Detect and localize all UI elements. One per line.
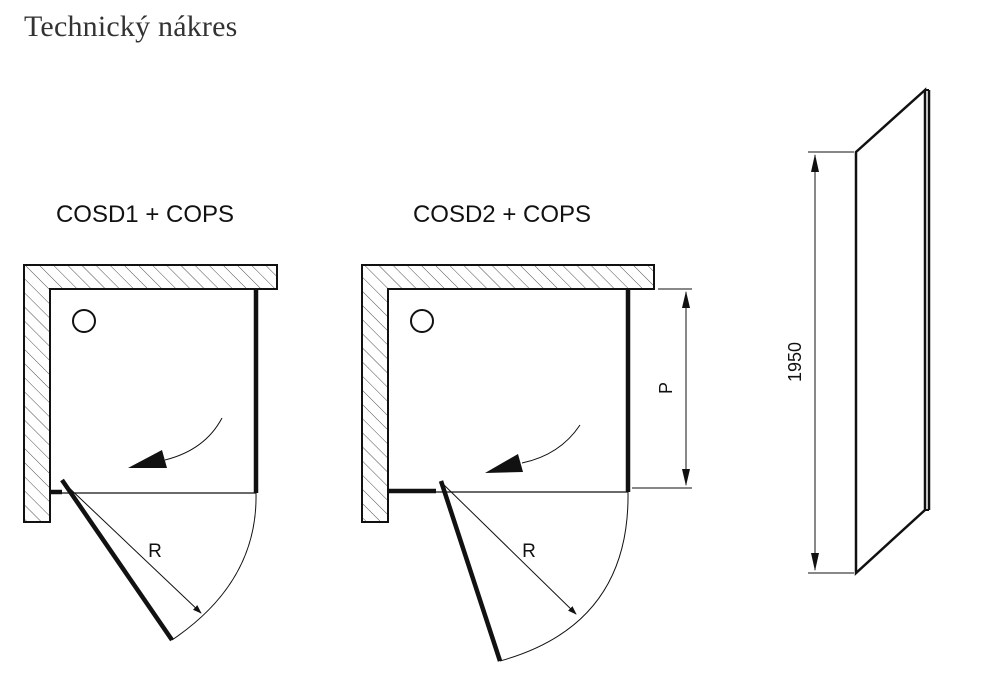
cosd2-drain-icon bbox=[410, 309, 434, 333]
cosd1-direction-curve bbox=[164, 417, 223, 461]
cosd1-door bbox=[60, 478, 174, 642]
height-label: 1950 bbox=[785, 342, 805, 382]
cosd2-wall bbox=[361, 264, 655, 523]
cosd2-direction-arrowhead bbox=[485, 454, 523, 473]
side-view: 1950 bbox=[785, 87, 931, 576]
cosd2-radius-label: R bbox=[522, 541, 536, 562]
cosd1-drain-icon bbox=[72, 309, 96, 333]
height-dim-arrow-top bbox=[811, 154, 819, 172]
cosd1-label: COSD1 + COPS bbox=[56, 201, 234, 228]
cosd2-swing-arc bbox=[499, 491, 629, 662]
cosd2-plan: COSD2 + COPS R P bbox=[361, 201, 692, 662]
cosd1-plan: COSD1 + COPS R bbox=[23, 201, 278, 642]
cosd2-dim-arrow-bottom bbox=[682, 469, 690, 486]
page-title: Technický nákres bbox=[24, 10, 238, 43]
cosd1-direction-arrowhead bbox=[128, 450, 167, 468]
cosd2-radius-arrow bbox=[441, 482, 577, 615]
cosd1-radius-arrow bbox=[63, 482, 202, 614]
cosd1-swing-arc bbox=[171, 492, 257, 641]
cosd2-side-label: P bbox=[656, 382, 676, 394]
side-view-panel bbox=[854, 87, 927, 576]
cosd2-direction-curve bbox=[521, 424, 581, 464]
cosd1-radius-label: R bbox=[148, 541, 162, 562]
cosd2-door bbox=[438, 480, 503, 662]
cosd2-label: COSD2 + COPS bbox=[413, 201, 591, 228]
cosd1-wall bbox=[23, 264, 278, 523]
height-dim-arrow-bottom bbox=[811, 553, 819, 571]
cosd2-dim-arrow-top bbox=[682, 291, 690, 308]
